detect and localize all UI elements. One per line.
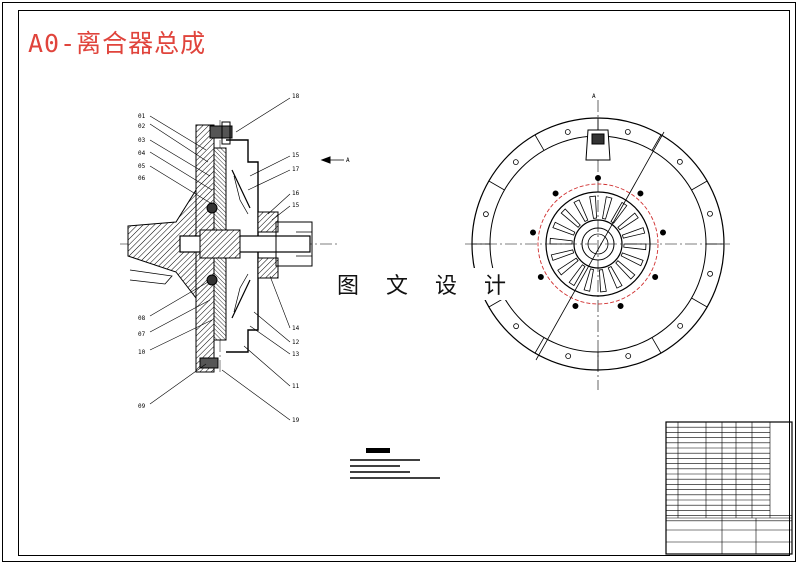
- bolt-hole: [595, 175, 601, 181]
- diaphragm-finger: [557, 257, 579, 276]
- bolt-hole: [537, 274, 544, 280]
- rim-segment: [651, 337, 662, 354]
- callout-19: 19: [292, 417, 300, 424]
- diaphragm-finger: [568, 264, 586, 287]
- callout-15a: 15: [292, 152, 300, 159]
- callout-02: 02: [138, 123, 146, 130]
- technical-notes: [350, 448, 440, 479]
- watermark-text: 图 文 设 计: [333, 268, 520, 300]
- left-callout-leaders: [149, 115, 213, 405]
- diaphragm-finger: [589, 195, 598, 219]
- bolt-hole: [637, 190, 644, 197]
- rim-hole: [677, 322, 684, 329]
- bolt-hole: [572, 303, 579, 310]
- callout-09: 09: [138, 403, 146, 410]
- diaphragm-finger: [598, 269, 607, 293]
- diaphragm-finger: [623, 243, 647, 251]
- diaphragm-finger: [550, 249, 575, 261]
- rim-hole: [624, 128, 631, 135]
- callout-14: 14: [292, 325, 300, 332]
- rim-hole: [707, 210, 713, 217]
- bolt-hole: [659, 229, 666, 236]
- callout-04: 04: [138, 150, 146, 157]
- parts-list-table: [665, 421, 793, 555]
- rim-hole: [482, 211, 489, 218]
- diaphragm-finger: [560, 208, 581, 228]
- callout-12: 12: [292, 339, 300, 346]
- callout-17: 17: [292, 166, 300, 173]
- section-view: [120, 120, 344, 375]
- callout-01: 01: [138, 113, 146, 120]
- bolt-hole: [552, 190, 559, 197]
- rim-segment: [691, 180, 708, 191]
- right-callout-leaders: [221, 97, 291, 421]
- callout-07: 07: [138, 331, 146, 338]
- rim-segment: [691, 297, 708, 308]
- view-marker-left: A: [346, 157, 350, 164]
- rim-segment: [488, 180, 505, 191]
- callout-03: 03: [138, 137, 146, 144]
- callout-15b: 15: [292, 202, 300, 209]
- rim-hole: [564, 129, 571, 135]
- rim-hole: [513, 323, 520, 330]
- rim-segment: [534, 337, 545, 354]
- front-view: [465, 100, 730, 390]
- rim-hole: [625, 353, 632, 359]
- drawing-title: A0-离合器总成: [28, 29, 207, 58]
- drawing-frame: [18, 10, 790, 556]
- diaphragm-finger: [621, 227, 646, 239]
- diaphragm-finger: [620, 252, 644, 267]
- callout-18: 18: [292, 93, 300, 100]
- rim-hole: [676, 158, 683, 165]
- callout-08: 08: [138, 315, 146, 322]
- diaphragm-finger: [549, 237, 573, 245]
- callout-10: 10: [138, 349, 146, 356]
- diaphragm-finger: [583, 268, 594, 292]
- callout-06: 06: [138, 175, 146, 182]
- diaphragm-finger: [602, 196, 613, 220]
- rim-hole: [512, 159, 519, 166]
- bolt-hole: [652, 274, 659, 280]
- callout-16: 16: [292, 190, 300, 197]
- rim-hole: [565, 353, 572, 360]
- bolt-hole: [530, 229, 537, 236]
- callout-05: 05: [138, 163, 146, 170]
- bolt-hole: [617, 303, 624, 310]
- view-marker-right: A: [592, 93, 596, 100]
- rim-hole: [707, 270, 714, 277]
- diaphragm-finger: [617, 212, 639, 231]
- diaphragm-finger: [573, 199, 589, 223]
- diaphragm-finger: [607, 265, 623, 289]
- diaphragm-finger: [552, 221, 576, 236]
- rim-segment: [534, 134, 545, 151]
- diaphragm-finger: [615, 260, 636, 280]
- rim-segment: [651, 134, 662, 151]
- callout-13: 13: [292, 351, 300, 358]
- callout-11: 11: [292, 383, 300, 390]
